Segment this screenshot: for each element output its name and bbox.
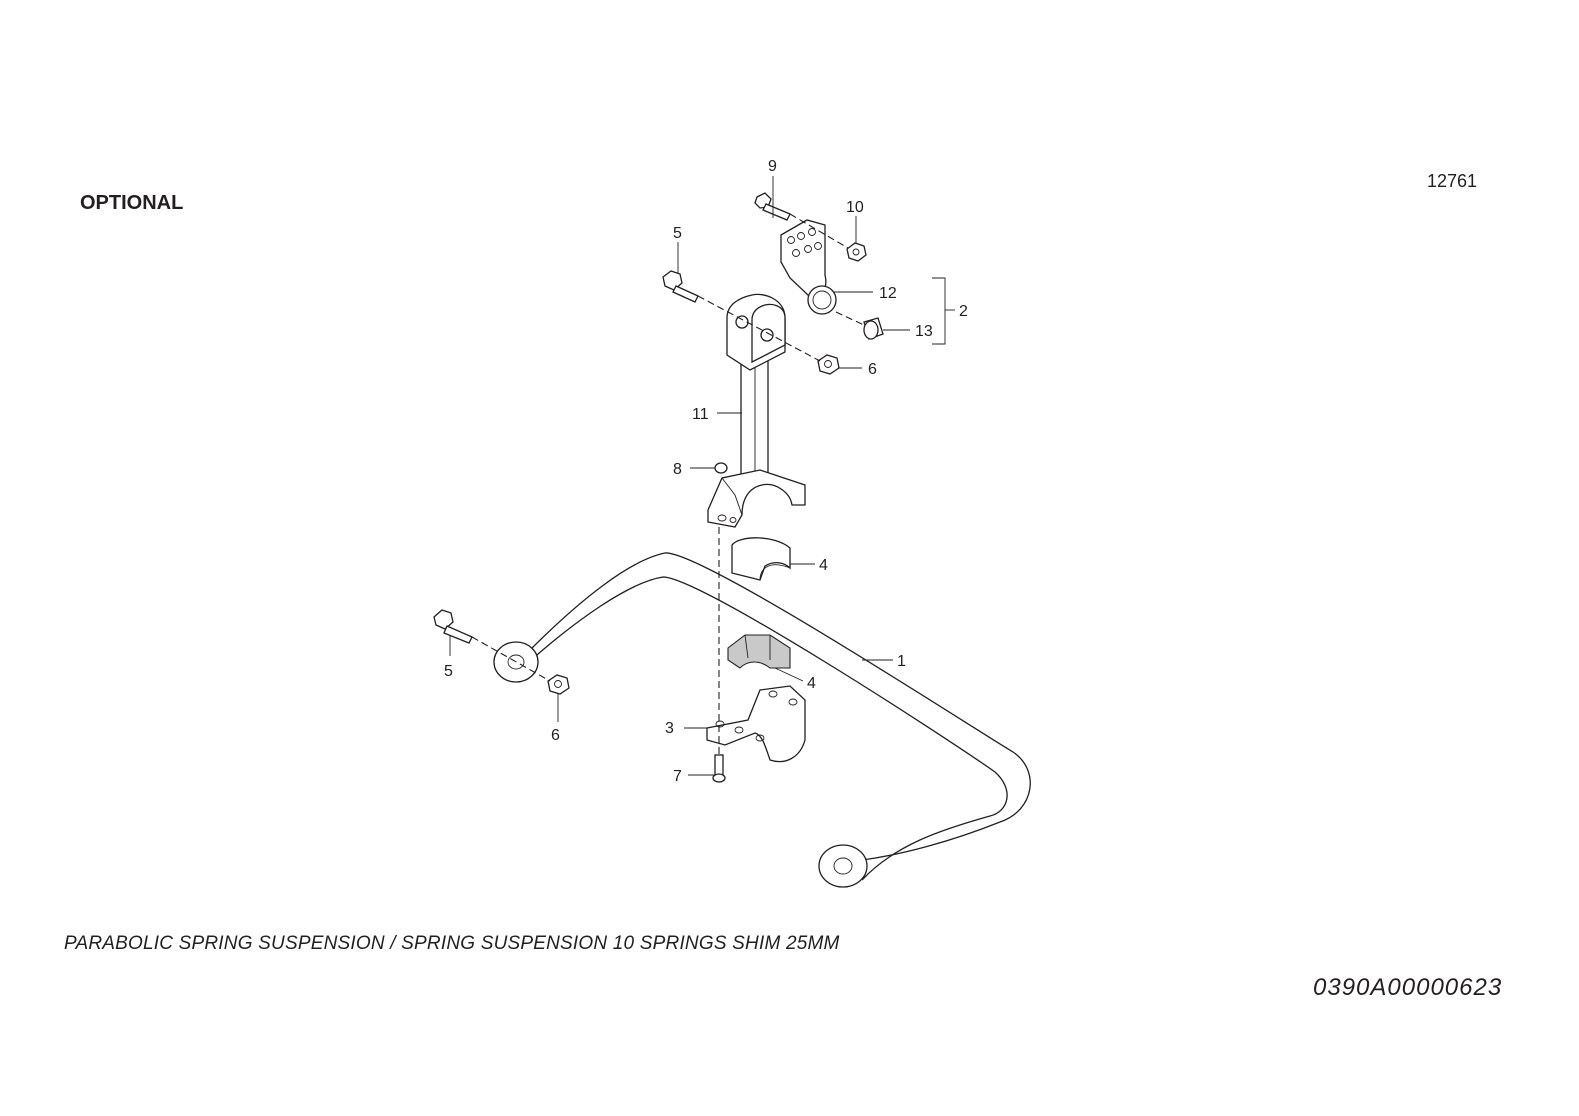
callout-6-lower: 6	[551, 727, 560, 744]
bolt-5-lower	[433, 609, 473, 644]
callout-8: 8	[673, 461, 682, 478]
bushing-upper	[731, 537, 791, 581]
callout-3: 3	[665, 720, 674, 737]
frame-bracket-plate	[780, 219, 837, 315]
callout-2: 2	[959, 303, 968, 320]
optional-label: OPTIONAL	[80, 192, 184, 214]
callout-10: 10	[846, 199, 864, 216]
drawing-number: 12761	[1427, 171, 1478, 191]
leader-lines	[449, 176, 955, 776]
bolt-5-upper	[662, 270, 699, 303]
callout-7: 7	[673, 768, 682, 785]
callout-5-lower: 5	[444, 663, 453, 680]
document-code: 0390A00000623	[1313, 974, 1503, 1001]
bar-right-eye	[818, 844, 868, 888]
callout-6-upper: 6	[868, 361, 877, 378]
sleeve-bushing-13	[863, 317, 884, 340]
upper-bracket	[707, 462, 806, 528]
lower-bracket	[706, 685, 806, 763]
bushing-lower	[727, 634, 791, 669]
bolt-7	[712, 754, 726, 783]
nut-6-lower	[547, 674, 570, 695]
assembly-axes	[471, 213, 867, 755]
callout-4-upper: 4	[819, 557, 828, 574]
nut-10	[846, 242, 867, 262]
callout-5-upper: 5	[673, 225, 682, 242]
callout-12: 12	[879, 285, 897, 302]
link-rod	[726, 293, 786, 481]
bolt-9	[754, 192, 791, 221]
nut-6-upper	[817, 354, 840, 375]
callout-9: 9	[768, 158, 777, 175]
callout-11: 11	[692, 406, 709, 423]
diagram-caption: PARABOLIC SPRING SUSPENSION / SPRING SUS…	[64, 933, 840, 954]
callout-13: 13	[915, 323, 933, 340]
nut-8	[714, 462, 728, 474]
callout-1: 1	[897, 653, 906, 670]
callout-4-lower: 4	[807, 675, 816, 692]
